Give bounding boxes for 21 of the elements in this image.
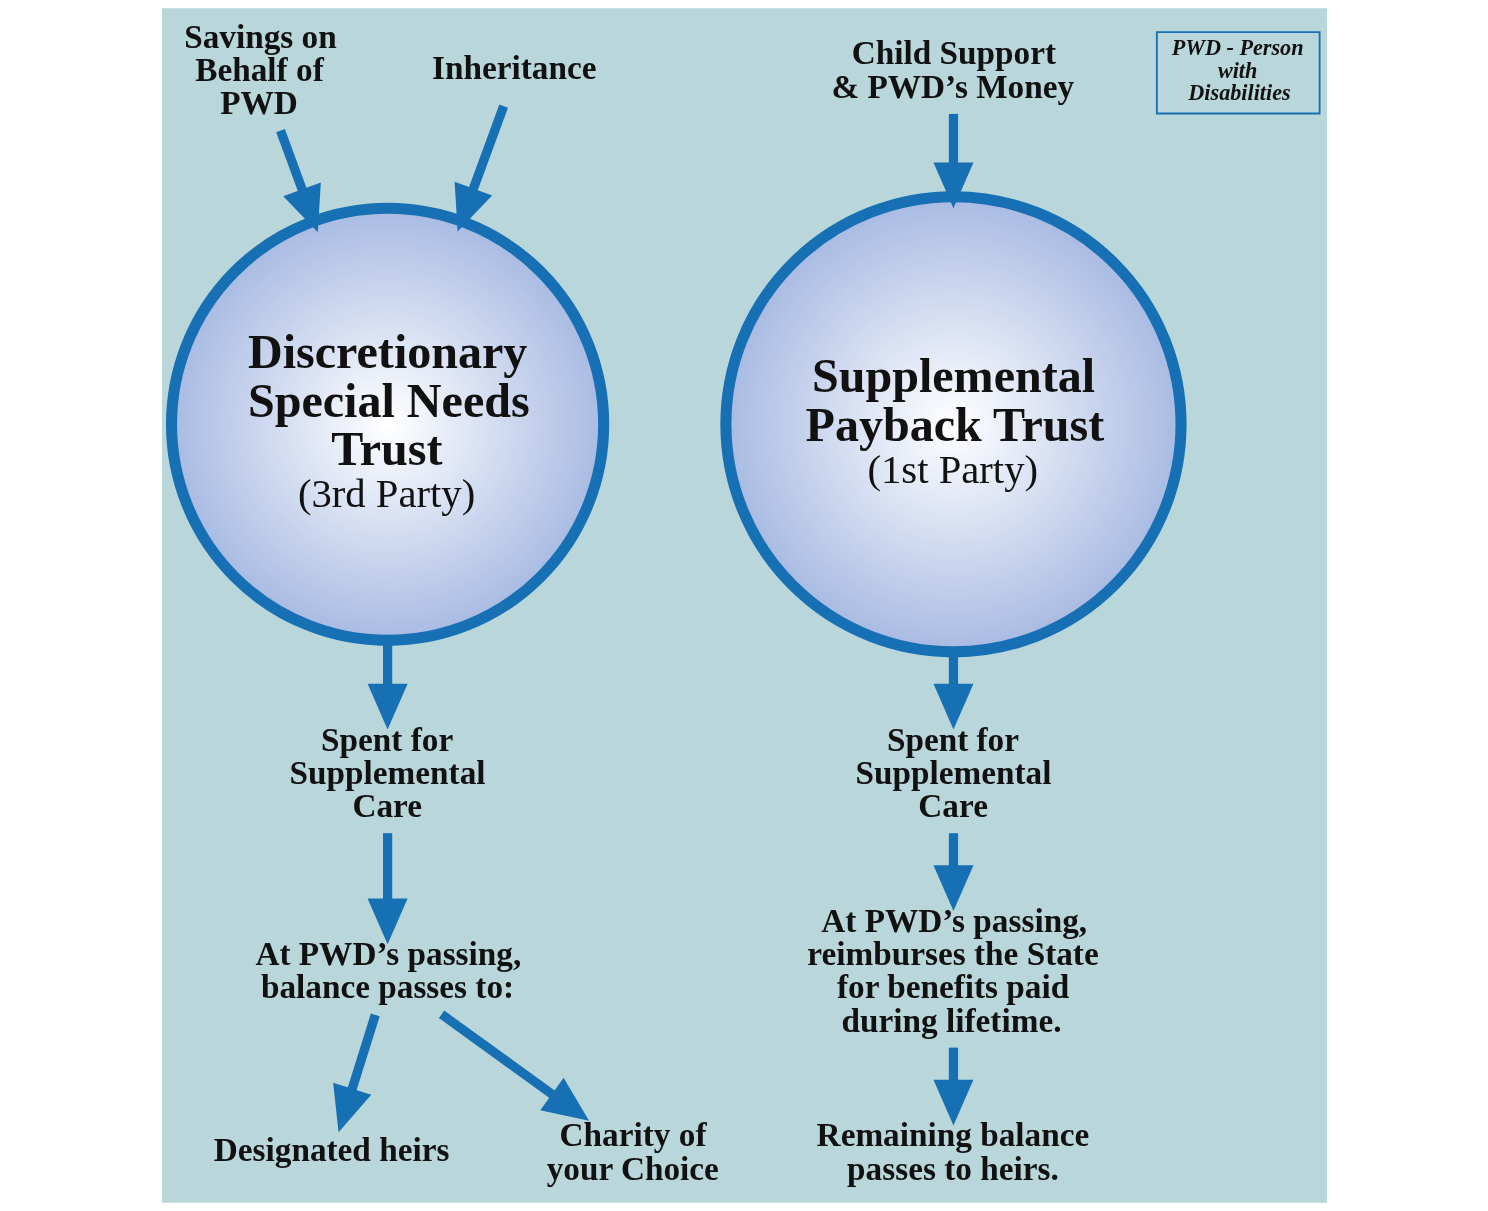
arrow — [932, 833, 973, 911]
node-text: Savings on Behalf of PWD — [183, 17, 337, 122]
node-text: At PWD’s passing, balance passes to: — [254, 935, 521, 1006]
node-box: PWD - Person with Disabilities — [1155, 31, 1321, 115]
node-text: Designated heirs — [213, 1131, 449, 1169]
node-text: Spent for Supplemental Care — [854, 720, 1051, 825]
arrow — [332, 1013, 380, 1133]
arrow — [438, 1010, 589, 1121]
arrow — [275, 129, 321, 233]
node-text: Child Support & PWD’s Money — [830, 34, 1074, 105]
node-text: Charity of your Choice — [546, 1116, 719, 1187]
arrow — [932, 113, 973, 209]
node-text: Remaining balance passes to heirs. — [816, 1116, 1089, 1187]
arrow — [454, 104, 508, 232]
node-text: Spent for Supplemental Care — [289, 720, 486, 825]
arrow — [367, 833, 408, 945]
node-circle: Supplemental Payback Trust (1st Party) — [719, 191, 1187, 658]
node-text: At PWD’s passing, reimburses the State for benefits paid during lifetime. — [806, 901, 1099, 1039]
node-text: Inheritance — [431, 49, 596, 87]
node-circle: Discretionary Special Needs Trust (3rd Party) — [165, 202, 609, 646]
arrow — [932, 1047, 973, 1126]
